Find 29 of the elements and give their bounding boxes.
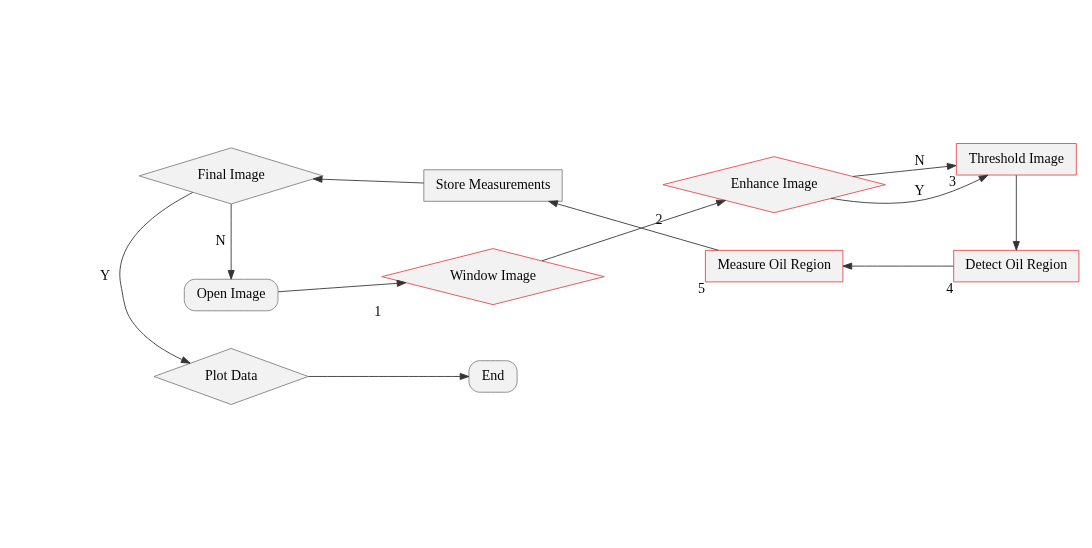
node-label: 2 — [655, 211, 663, 227]
arrow — [1012, 174, 1020, 251]
node-label: 4 — [946, 281, 954, 297]
edge-label: N — [914, 153, 925, 169]
arrow — [119, 192, 194, 364]
node-box: Measure Oil Region — [704, 249, 844, 283]
edge-label: N — [215, 232, 226, 248]
node-box: Open Image — [183, 278, 279, 312]
node-label: 5 — [697, 281, 705, 297]
arrow — [541, 199, 726, 262]
node-diamond: Window Image — [381, 248, 605, 306]
node-label: 3 — [948, 174, 956, 190]
edge-label: Y — [99, 267, 111, 283]
node-diamond: Enhance Image — [662, 156, 886, 214]
node-box: Threshold Image — [955, 143, 1077, 176]
arrow — [277, 279, 407, 293]
arrow — [842, 262, 954, 270]
arrow — [312, 175, 425, 184]
arrow — [830, 174, 989, 204]
node-box: Store Measurements — [423, 169, 563, 202]
arrow — [852, 162, 957, 177]
node-box: End — [468, 360, 518, 393]
node-label: 1 — [374, 303, 382, 319]
arrow — [227, 203, 235, 280]
arrow — [548, 200, 719, 251]
node-diamond: Plot Data — [153, 348, 309, 405]
edge-label: Y — [914, 183, 925, 198]
arrow — [307, 372, 470, 380]
node-box: Detect Oil Region — [953, 249, 1080, 283]
